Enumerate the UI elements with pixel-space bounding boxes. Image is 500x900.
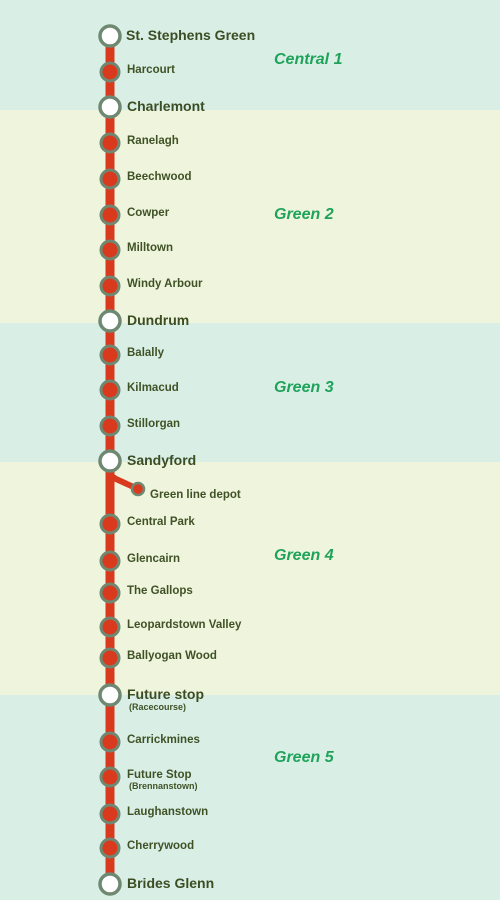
station-label: Glencairn	[127, 553, 180, 565]
station-label: The Gallops	[127, 585, 193, 597]
stop-marker	[99, 204, 121, 226]
station-name: Milltown	[127, 242, 173, 254]
fare-zone-label: Green 4	[274, 547, 334, 564]
stop-marker	[99, 379, 121, 401]
station-label: St. Stephens Green	[126, 27, 255, 43]
station-name: Balally	[127, 347, 165, 359]
fare-zone-label: Green 5	[274, 749, 334, 766]
stop-marker	[99, 275, 121, 297]
station-label: Charlemont	[127, 98, 205, 114]
stop-marker	[99, 61, 121, 83]
station-name: Ballyogan Wood	[127, 650, 217, 662]
stop-marker	[99, 550, 121, 572]
fare-zone-band	[0, 323, 500, 462]
station-label: Ballyogan Wood	[127, 650, 217, 662]
station-name: Brides Glenn	[127, 875, 215, 891]
station-name: Future Stop	[127, 769, 192, 781]
station-label: Cowper	[127, 207, 169, 219]
station-label: Sandyford	[127, 452, 196, 468]
station-name: The Gallops	[127, 585, 193, 597]
major-stop-marker	[98, 309, 122, 333]
station-name: Laughanstown	[127, 806, 209, 818]
stop-marker	[99, 239, 121, 261]
station-name: St. Stephens Green	[126, 27, 256, 43]
stop-marker	[99, 168, 121, 190]
major-stop-marker	[98, 449, 122, 473]
stop-marker	[99, 132, 121, 154]
depot-label: Green line depot	[150, 489, 241, 501]
stop-marker	[99, 344, 121, 366]
major-stop-marker	[98, 95, 122, 119]
fare-zone-label: Green 2	[274, 206, 334, 223]
station-name: Ranelagh	[127, 135, 179, 147]
station-name: Beechwood	[127, 171, 192, 183]
station-name: Cowper	[127, 207, 170, 219]
station-label: Laughanstown	[127, 806, 208, 818]
station-name: Stillorgan	[127, 418, 181, 430]
station-name: Cherrywood	[127, 840, 195, 852]
station-label: Kilmacud	[127, 382, 179, 394]
station-name: Future stop	[127, 686, 204, 702]
station-label: Balally	[127, 347, 164, 359]
station-label: Future stop(Racecourse)	[127, 686, 204, 712]
station-name: Glencairn	[127, 553, 181, 565]
stop-marker	[99, 731, 121, 753]
fare-zone-label: Central 1	[274, 51, 343, 68]
depot-marker	[130, 481, 146, 497]
station-label: Brides Glenn	[127, 875, 214, 891]
stop-marker	[99, 415, 121, 437]
station-label: Windy Arbour	[127, 278, 203, 290]
station-label: Harcourt	[127, 64, 175, 76]
station-name: Dundrum	[127, 312, 190, 328]
station-label: Cherrywood	[127, 840, 194, 852]
fare-zone-label: Green 3	[274, 379, 334, 396]
station-label: Milltown	[127, 242, 173, 254]
station-label: Future Stop(Brennanstown)	[127, 769, 198, 791]
stop-marker	[99, 766, 121, 788]
fare-zone-band	[0, 695, 500, 900]
stop-marker	[99, 513, 121, 535]
fare-zone-band	[0, 0, 500, 110]
station-name: Sandyford	[127, 452, 197, 468]
fare-zone-band	[0, 110, 500, 323]
station-sublabel: (Brennanstown)	[129, 781, 198, 791]
stop-marker	[99, 837, 121, 859]
station-name: Kilmacud	[127, 382, 179, 394]
station-label: Central Park	[127, 516, 195, 528]
depot-spur-line	[108, 472, 140, 492]
station-label: Carrickmines	[127, 734, 200, 746]
station-label: Beechwood	[127, 171, 192, 183]
station-label: Leopardstown Valley	[127, 619, 241, 631]
station-sublabel: (Racecourse)	[129, 702, 187, 712]
stop-marker	[99, 647, 121, 669]
major-stop-marker	[98, 683, 122, 707]
fare-zone-band	[0, 462, 500, 695]
stop-marker	[99, 582, 121, 604]
stop-marker	[99, 803, 121, 825]
station-name: Central Park	[127, 516, 195, 528]
station-name: Harcourt	[127, 64, 175, 76]
station-name: Leopardstown Valley	[127, 619, 242, 631]
station-name: Windy Arbour	[127, 278, 203, 290]
major-stop-marker	[98, 872, 122, 896]
station-label: Dundrum	[127, 312, 189, 328]
station-label: Ranelagh	[127, 135, 179, 147]
station-name: Carrickmines	[127, 734, 200, 746]
station-label: Stillorgan	[127, 418, 180, 430]
major-stop-marker	[98, 24, 122, 48]
station-name: Charlemont	[127, 98, 205, 114]
stop-marker	[99, 616, 121, 638]
